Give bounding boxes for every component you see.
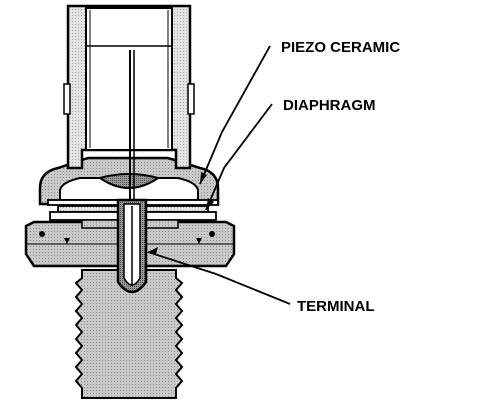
label-piezo-ceramic: PIEZO CERAMIC <box>281 39 400 56</box>
label-terminal: TERMINAL <box>297 298 375 315</box>
threaded-stem <box>74 269 184 399</box>
label-diaphragm: DIAPHRAGM <box>283 97 376 114</box>
terminal-pin <box>116 50 148 294</box>
leader-lines <box>147 45 291 305</box>
